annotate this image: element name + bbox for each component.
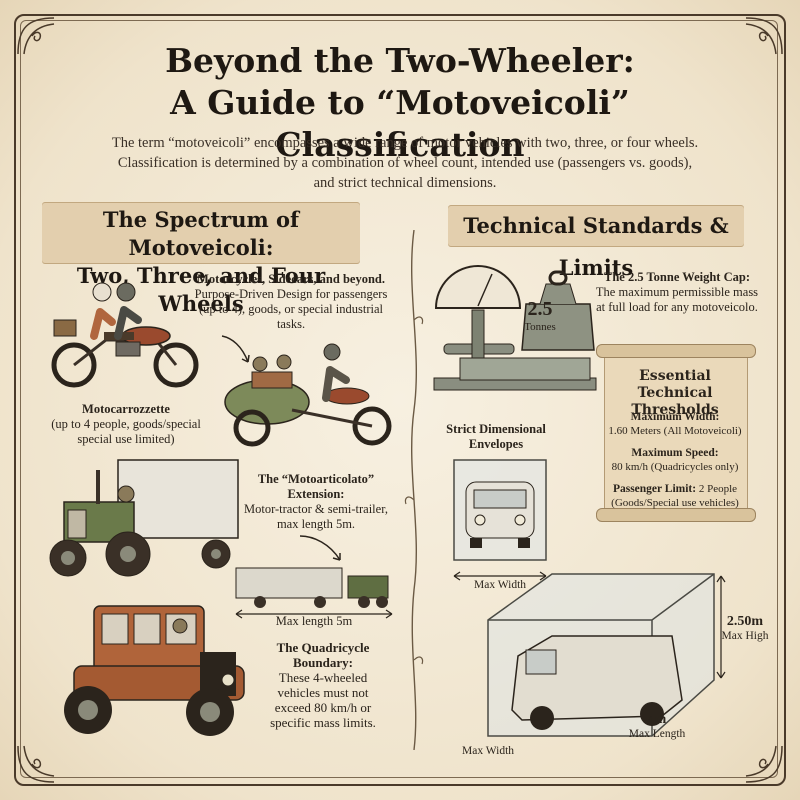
corner-flourish-icon: [740, 14, 786, 60]
motocarrozzette-caption-text: (up to 4 people, goods/special special u…: [51, 417, 201, 446]
motoarticolato-caption-text: Motor-tractor & semi-trailer, max length…: [244, 502, 388, 531]
height-label: 2.50m Max High: [718, 614, 772, 644]
threshold-speed: Maximum Speed: 80 km/h (Quadricycles onl…: [604, 446, 746, 474]
title-line-1: Beyond the Two-Wheeler:: [165, 41, 635, 80]
motoarticolato-caption-title: The “Motoarticolato” Extension:: [257, 472, 375, 501]
left-heading-line-2: Two, Three, and Four Wheels: [76, 263, 326, 316]
scroll-bottom-roll: [596, 508, 756, 522]
threshold-passengers-extra: (Goods/Special use vehicles): [611, 497, 739, 509]
thresholds-scroll: Essential Technical Thresholds Maximum W…: [596, 342, 756, 522]
van-envelope-illustration: [482, 560, 722, 750]
inner-frame: [20, 20, 778, 778]
motoarticolato-caption: The “Motoarticolato” Extension: Motor-tr…: [236, 472, 396, 532]
width-arrow-icon: [452, 566, 548, 581]
front-car-envelope-illustration: [452, 458, 548, 562]
page-title: Beyond the Two-Wheeler: A Guide to “Moto…: [40, 40, 760, 166]
right-section-banner: Technical Standards & Limits: [448, 205, 744, 280]
corner-flourish-icon: [14, 740, 60, 786]
motorcycles-caption-title: Motorcycles, Sidecars, and beyond.: [197, 272, 385, 286]
thresholds-title: Essential Technical Thresholds: [631, 368, 719, 418]
vintage-car-illustration: [50, 596, 260, 746]
motocarrozzette-caption: Motocarrozzette (up to 4 people, goods/s…: [46, 402, 206, 447]
quadricycle-caption: The Quadricycle Boundary: These 4-wheele…: [258, 640, 388, 730]
weight-scale-illustration: [430, 254, 600, 394]
motocarrozzette-caption-title: Motocarrozzette: [82, 402, 170, 416]
front-max-width-label: Max Width: [473, 579, 527, 591]
weight-value: 2.5: [527, 298, 553, 320]
outer-frame: [14, 14, 786, 786]
weight-caption: The 2.5 Tonne Weight Cap: The maximum pe…: [592, 270, 762, 315]
arrow-icon: [218, 330, 258, 370]
quadricycle-caption-title: The Quadricycle Boundary:: [276, 640, 370, 670]
left-heading-line-1: The Spectrum of Motoveicoli:: [102, 207, 300, 260]
small-truck-illustration: [230, 562, 398, 612]
threshold-width: Maximum Width: 1.60 Meters (All Motoveic…: [604, 410, 746, 438]
intro-text: The term “motoveicoli” encompasses a wid…: [111, 135, 699, 191]
length-value: 4m: [647, 712, 667, 727]
sidecar-illustration: [222, 340, 402, 450]
weight-label: 2.5 Tonnes: [522, 298, 558, 335]
length-label: 4m Max Length: [612, 712, 702, 742]
corner-flourish-icon: [14, 14, 60, 60]
arrow-icon: [296, 530, 346, 566]
scroll-top-roll: [596, 344, 756, 358]
threshold-width-label: Maximum Width:: [630, 411, 720, 423]
tractor-semitrailer-illustration: [44, 454, 244, 584]
length-arrow-icon: [234, 604, 394, 619]
scroll-body: [604, 352, 748, 512]
corner-flourish-icon: [740, 740, 786, 786]
height-value: 2.50m: [726, 614, 764, 629]
box-max-width-label: Max Width: [461, 745, 515, 757]
threshold-speed-value: 80 km/h (Quadricycles only): [611, 461, 739, 473]
quadricycle-caption-text: These 4-wheeled vehicles must not exceed…: [270, 670, 376, 730]
length-caption: Max Length: [628, 728, 686, 740]
title-line-2: A Guide to “Motoveicoli” Classification: [170, 83, 630, 164]
max-length-label: Max length 5m: [275, 614, 353, 628]
right-section-heading: Technical Standards & Limits: [463, 213, 729, 280]
weight-unit: Tonnes: [524, 321, 556, 333]
envelopes-title: Strict Dimensional Envelopes: [446, 422, 546, 451]
motorcycles-caption-text: Purpose-Driven Design for passengers (up…: [194, 287, 388, 331]
height-arrow-icon: [716, 574, 726, 680]
threshold-width-value: 1.60 Meters (All Motoveicoli): [608, 425, 742, 437]
weight-caption-text: The maximum permissible mass at full loa…: [595, 285, 759, 314]
threshold-speed-label: Maximum Speed:: [631, 447, 719, 459]
motorcycles-caption: Motorcycles, Sidecars, and beyond. Purpo…: [186, 272, 396, 332]
left-section-banner: The Spectrum of Motoveicoli: Two, Three,…: [42, 202, 360, 316]
height-caption: Max High: [721, 630, 769, 642]
threshold-passengers-value: 2 People: [698, 483, 738, 495]
weight-caption-title: The 2.5 Tonne Weight Cap:: [604, 270, 750, 284]
vine-divider-icon: [404, 229, 424, 751]
threshold-passengers-label: Passenger Limit:: [612, 483, 697, 495]
threshold-passengers: Passenger Limit: 2 People (Goods/Special…: [604, 482, 746, 510]
motorcycle-riders-illustration: [46, 270, 206, 390]
left-section-heading: The Spectrum of Motoveicoli: Two, Three,…: [42, 202, 360, 318]
